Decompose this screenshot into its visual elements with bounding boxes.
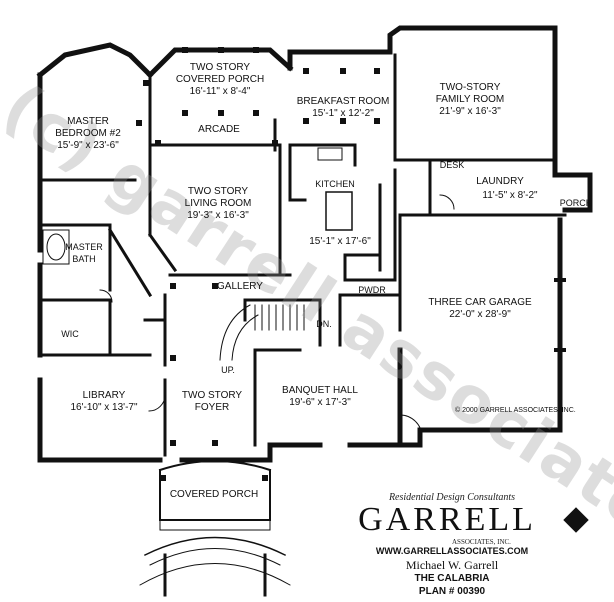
room-label-line: TWO-STORY bbox=[439, 82, 501, 93]
room-label-line: ARCADE bbox=[198, 124, 240, 135]
brand-tagline: Residential Design Consultants bbox=[388, 492, 516, 503]
room-label-kitchen: KITCHEN bbox=[315, 178, 355, 190]
room-label-line: 21'-9" x 16'-3" bbox=[439, 106, 501, 117]
room-label-line: FAMILY ROOM bbox=[435, 94, 505, 105]
room-label-line: TWO STORY bbox=[181, 390, 243, 401]
room-label-line: 16'-11" x 8'-4" bbox=[189, 86, 251, 97]
plan-number: PLAN # 00390 bbox=[418, 586, 486, 597]
front-porch-drawing bbox=[139, 460, 291, 597]
room-label-line: 22'-0" x 28'-9" bbox=[449, 309, 511, 320]
room-label-line: THREE CAR GARAGE bbox=[428, 297, 532, 308]
room-label-line: 15'-1" x 17'-6" bbox=[309, 236, 371, 247]
room-label-line: 19'-3" x 16'-3" bbox=[187, 210, 249, 221]
room-label-line: DN. bbox=[316, 319, 332, 329]
room-label-line: BANQUET HALL bbox=[282, 385, 358, 396]
room-label-line: 15'-1" x 12'-2" bbox=[312, 108, 374, 119]
room-label-line: 19'-6" x 17'-3" bbox=[289, 397, 351, 408]
room-label-line: COVERED PORCH bbox=[175, 74, 265, 85]
room-label-line: 16'-10" x 13'-7" bbox=[70, 402, 138, 413]
room-label-dn: DN. bbox=[316, 318, 332, 330]
designer-name: Michael W. Garrell bbox=[405, 558, 499, 572]
room-label-line: BEDROOM #2 bbox=[55, 128, 121, 139]
room-label-line: LIBRARY bbox=[82, 390, 126, 401]
room-label-line: UP. bbox=[221, 365, 235, 375]
room-label-porch-side: PORCH bbox=[560, 197, 593, 209]
room-label-line: 15'-9" x 23'-6" bbox=[57, 140, 119, 151]
door-swings bbox=[99, 194, 455, 438]
room-label-line: LAUNDRY bbox=[476, 176, 524, 187]
room-label-laundry-dim: 11'-5" x 8'-2" bbox=[482, 190, 537, 202]
room-label-line: DESK bbox=[439, 160, 465, 170]
room-label-wic: WIC bbox=[61, 328, 79, 340]
room-label-arcade: ARCADE bbox=[198, 124, 240, 136]
room-label-up: UP. bbox=[221, 364, 235, 376]
room-label-line: COVERED PORCH bbox=[169, 489, 259, 500]
room-label-line: BREAKFAST ROOM bbox=[296, 96, 390, 107]
room-label-line: MASTER bbox=[67, 116, 109, 127]
room-label-line: WIC bbox=[61, 329, 79, 339]
kitchen-island bbox=[325, 191, 353, 231]
room-label-laundry: LAUNDRY bbox=[476, 176, 524, 188]
room-label-line: TWO STORY bbox=[189, 62, 251, 73]
interior-walls bbox=[38, 53, 567, 457]
room-label-line: PWDR bbox=[358, 285, 386, 295]
exterior-walls bbox=[36, 25, 593, 463]
room-label-line: MASTER bbox=[65, 242, 103, 252]
room-label-line: 11'-5" x 8'-2" bbox=[482, 190, 538, 201]
brand-logo: GARRELL bbox=[358, 501, 536, 538]
room-label-line: TWO STORY bbox=[187, 186, 249, 197]
room-label-master-bath: MASTER BATH bbox=[65, 241, 103, 265]
kitchen-sink bbox=[317, 147, 343, 161]
room-label-line: LIVING ROOM bbox=[184, 198, 252, 209]
bath-tub bbox=[42, 229, 70, 265]
room-label-line: FOYER bbox=[194, 402, 230, 413]
brand-website: WWW.GARRELLASSOCIATES.COM bbox=[375, 546, 529, 556]
copyright-note: © 2000 GARRELL ASSOCIATES, INC. bbox=[455, 407, 576, 414]
columns bbox=[136, 47, 380, 481]
room-label-pwdr: PWDR bbox=[358, 284, 386, 296]
brand-associates: ASSOCIATES, INC. bbox=[452, 538, 511, 546]
room-label-kitchen-dim: 15'-1" x 17'-6" bbox=[309, 236, 371, 248]
room-label-gallery: GALLERY bbox=[217, 281, 263, 293]
room-label-line: PORCH bbox=[559, 198, 593, 208]
room-label-line: GALLERY bbox=[217, 281, 263, 292]
plan-name: THE CALABRIA bbox=[414, 573, 490, 584]
bath-tub-basin bbox=[46, 233, 66, 261]
room-label-desk: DESK bbox=[440, 159, 465, 171]
room-label-line: BATH bbox=[72, 254, 96, 264]
room-label-covered-porch: COVERED PORCH bbox=[170, 489, 258, 501]
room-label-line: KITCHEN bbox=[315, 179, 355, 189]
main-staircase bbox=[219, 304, 305, 361]
garage-wall-marks bbox=[554, 278, 566, 352]
